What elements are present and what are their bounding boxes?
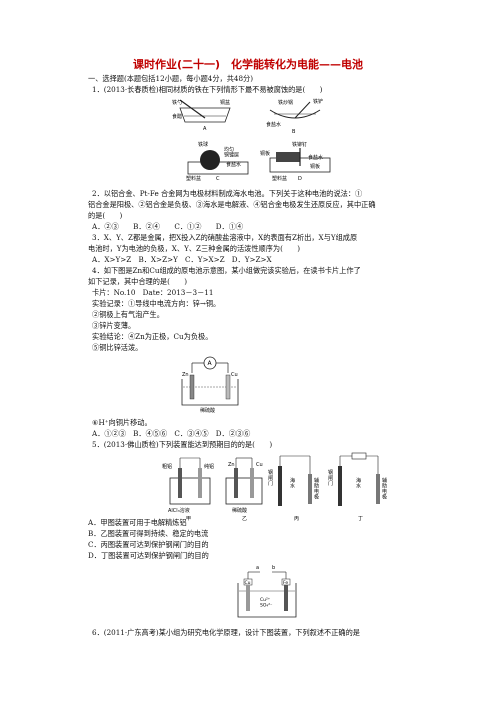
q1-b-liquid-label: 食盐水 [266, 121, 281, 128]
q5-bing-gate-label: 钢闸门 [268, 469, 273, 487]
q4-cu-label: Cu [231, 372, 238, 378]
q2-options: A．②③ B．②④ C．①② D．①④ [92, 222, 244, 231]
q4-record6: ⑥H⁺向铜片移动。 [92, 418, 152, 427]
q1-c-base-label: 塑料盆 [186, 175, 201, 182]
q4-cell-figure: A Zn Cu 稀硫酸 [181, 356, 239, 414]
q1-d-plate2-label: 铜板 [310, 163, 320, 170]
q3-line2: 电池时，Y为电池的负极，X、Y、Z三种金属的活泼性顺序为( ) [88, 244, 301, 253]
q5-option-c: C．丙图装置可达到保护钢闸门的目的 [88, 540, 209, 549]
q4-card: 卡片：No.10 Date：2013－3－11 [92, 288, 214, 297]
q5-option-a: A．甲图装置可用于电解精炼铝 [88, 518, 187, 527]
q4-record5: ⑤铜比锌活泼。 [92, 343, 143, 352]
q1-d-plate1-label: 铜板 [260, 150, 270, 157]
q5-ding-sea-label: 海水 [356, 477, 361, 490]
q5-ding-tag: 丁 [358, 516, 363, 522]
section-heading: 一、选择题(本题包括12小题，每小题4分，共48分) [88, 74, 254, 83]
q2-line1: 2．以铝合金、Pt-Fe 合金网为电极材料制成海水电池。下列关于这种电池的说法：… [92, 189, 363, 198]
q5-yi-tag: 乙 [242, 515, 247, 522]
q4-zn-label: Zn [182, 372, 189, 378]
q1-c-coat-label: 均匀铜镀层 [224, 146, 239, 159]
q3-line1: 3．X、Y、Z都是金属，把X投入Z的硝酸盐溶液中，X的表面有Z析出，X与Y组成原 [92, 233, 358, 242]
q5-stem: 5．(2013·佛山质检)下列装置能达到预期目的的是( ) [92, 440, 273, 449]
q5-option-d: D．丁图装置可达到保护钢闸门的目的 [88, 551, 209, 560]
q4-record4: 实验结论：④Zn为正极，Cu为负极。 [92, 332, 213, 341]
q1-d-nail-label: 铁铆钉 [292, 141, 307, 148]
q1-d-tag: D [298, 176, 302, 182]
q2-line3: 的是( ) [88, 211, 123, 220]
q5-jia-solution-label: AlCl₃溶液 [168, 507, 190, 514]
q4-options: A．①②③ B．④⑤⑥ C．③④⑤ D．②③⑥ [92, 429, 251, 438]
q1-d-liquid-label: 食盐水 [308, 154, 323, 161]
q2-line2: 铝合金是阳极、②铝合金是负极、③海水是电解液、④铝合金电极发生还原反应，其中正确 [88, 200, 376, 209]
q4-record1: 实验记录：①导线中电流方向：锌→铜。 [92, 299, 221, 308]
q5-bing-tag: 丙 [294, 516, 299, 522]
q1-c-tag: C [216, 176, 220, 182]
q1-b-ball-label: 铁铲 [313, 98, 323, 105]
q1-b-tag: B [292, 129, 296, 135]
q5-yi-cu-label: Cu [256, 462, 263, 468]
q5-bing-electrode-label: 辅助电极 [314, 477, 319, 501]
q6-cu-label: Cu [245, 580, 251, 586]
q5-ding-gate-label: 钢闸门 [328, 469, 333, 487]
q1-a-tag: A [203, 126, 207, 132]
q3-options: A．X>Y>Z B．X>Z>Y C．Y>X>Z D．Y>Z>X [92, 255, 272, 264]
q5-jia-left-label: 粗铝 [162, 463, 172, 470]
q6-stem: 6．(2011·广东高考)某小组为研究电化学原理，设计下图装置，下列叙述不正确的… [92, 628, 360, 637]
q4-record2: ②铜极上有气泡产生。 [92, 310, 164, 319]
q1-stem: 1．(2013·长春质检)相同材质的铁在下列情形下最不易被腐蚀的是( ) [92, 85, 323, 94]
q5-jia-tag: 甲 [186, 516, 191, 522]
q1-c-ball-label: 铁球 [198, 141, 208, 148]
q6-b-label: b [272, 565, 275, 571]
q1-b-wire-label: 铁炒锅 [278, 99, 293, 106]
q1-a-copper-label: 铜盆 [220, 99, 230, 106]
q6-solution-label: Cu²⁺SO₄²⁻ [260, 597, 273, 609]
q1-a-iron-label: 铁勺 [172, 99, 182, 106]
q5-option-b: B．乙图装置可得到持续、稳定的电流 [88, 529, 209, 538]
q5-ding-electrode-label: 辅助电极 [382, 477, 387, 501]
q6-fe-label: Fe [283, 580, 288, 586]
q5-yi-zn-label: Zn [228, 462, 235, 468]
q4-acid-label: 稀硫酸 [200, 407, 215, 414]
q5-yi-solution-label: 稀硫酸 [232, 507, 247, 514]
q4-line2: 如下记录，其中合理的是( ) [88, 277, 188, 286]
q6-a-label: a [256, 565, 259, 571]
q1-figure-cd: 铁球 均匀铜镀层 食盐水 塑料盆 C 铁铆钉 铜板 铜板 食盐水 塑料盆 D [186, 141, 331, 182]
q5-bing-sea-label: 海水 [290, 477, 295, 490]
q4-ammeter-label: A [208, 360, 213, 367]
q1-figure-ab: 铁勺 铜盆 食醋 A 铁炒锅 铁铲 食盐水 B [172, 98, 323, 135]
page-title: 课时作业(二十一) 化学能转化为电能——电池 [132, 58, 364, 71]
q1-c-liquid-label: 食盐水 [226, 161, 241, 168]
q6-figure: a b Cu Fe Cu²⁺SO₄²⁻ [237, 565, 297, 618]
q4-record3: ③锌片变薄。 [92, 321, 136, 330]
q1-d-base-label: 塑料盆 [272, 175, 287, 182]
q1-a-liquid-label: 食醋 [172, 113, 182, 120]
q5-jia-right-label: 纯铝 [204, 463, 214, 470]
q4-line1: 4．如下图是Zn和Cu组成的原电池示意图，某小组做完该实验后，在读书卡片上作了 [92, 266, 361, 275]
q5-figures: 粗铝 纯铝 AlCl₃溶液 甲 Zn Cu 稀硫酸 乙 钢闸门 海水 辅助电极 … [162, 452, 387, 522]
